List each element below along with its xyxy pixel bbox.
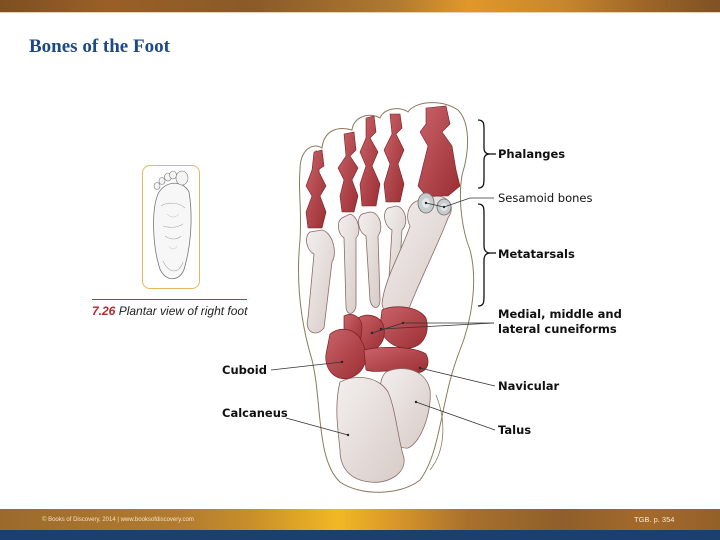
label-talus: Talus bbox=[498, 423, 532, 437]
plantar-foot-sketch bbox=[153, 170, 192, 280]
figure-number: 7.26 bbox=[92, 304, 116, 318]
figure-caption-text: Plantar view of right foot bbox=[115, 304, 248, 318]
footer-bar bbox=[0, 509, 720, 530]
plantar-view-thumbnail bbox=[142, 165, 200, 289]
label-cuneiforms-line2: lateral cuneiforms bbox=[498, 322, 617, 336]
footer-blue-band bbox=[0, 530, 720, 540]
label-navicular: Navicular bbox=[498, 379, 560, 393]
top-header-bar bbox=[0, 0, 720, 13]
leader-lines bbox=[270, 197, 496, 436]
label-metatarsals: Metatarsals bbox=[498, 247, 575, 261]
figure-caption: 7.26 Plantar view of right foot bbox=[92, 304, 247, 318]
footer-copyright: © Books of Discovery, 2014 | www.booksof… bbox=[42, 517, 194, 523]
phalanx-bones bbox=[305, 105, 461, 229]
caption-divider bbox=[92, 299, 247, 300]
slide-title: Bones of the Foot bbox=[29, 36, 170, 57]
tarsal-bones-grey bbox=[336, 368, 431, 483]
label-cuneiforms-line1: Medial, middle and bbox=[498, 307, 622, 321]
bracket-braces bbox=[477, 119, 496, 307]
label-calcaneus: Calcaneus bbox=[222, 406, 288, 420]
label-cuboid: Cuboid bbox=[222, 363, 267, 377]
footer-page-reference: TGB. p. 354 bbox=[634, 515, 675, 524]
label-phalanges: Phalanges bbox=[498, 147, 566, 161]
label-sesamoid-bones: Sesamoid bones bbox=[498, 191, 593, 205]
